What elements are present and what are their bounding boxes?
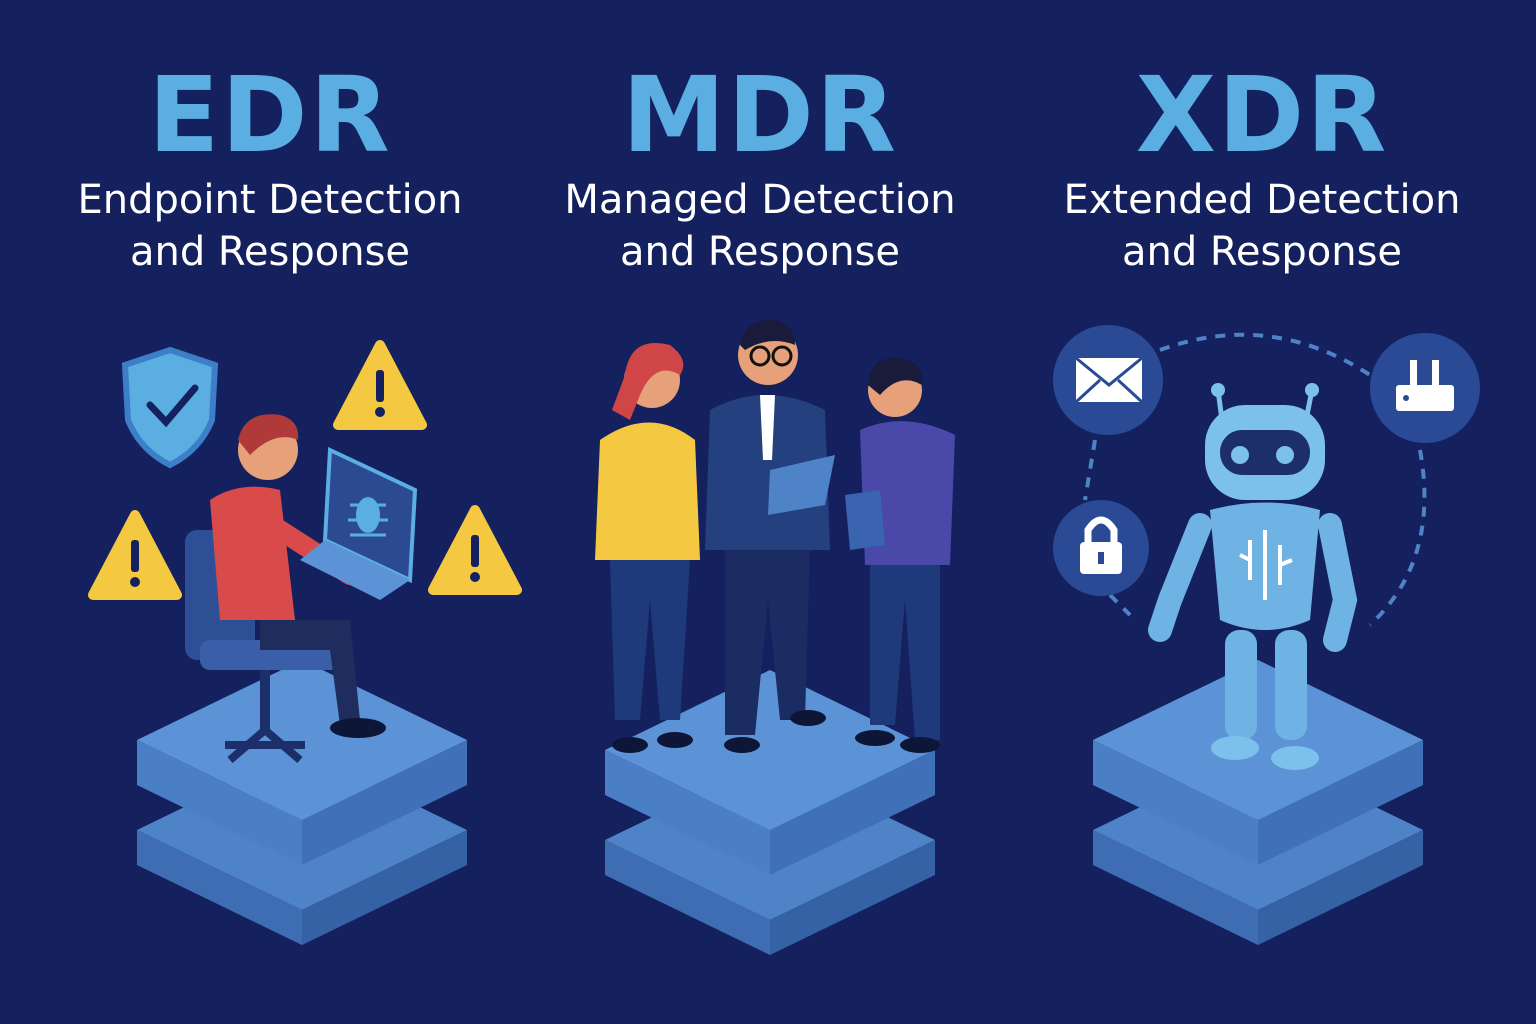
xdr-subtitle-line1: Extended Detection xyxy=(1063,177,1461,223)
edr-subtitle-line2: and Response xyxy=(129,229,411,275)
xdr-subtitle-line2: and Response xyxy=(1121,229,1403,275)
mdr-subtitle-line1: Managed Detection xyxy=(564,177,956,223)
email-icon xyxy=(1053,325,1163,435)
router-icon xyxy=(1370,333,1480,443)
laptop-bug-icon xyxy=(300,446,418,600)
warning-icon xyxy=(93,515,177,595)
lock-icon xyxy=(1053,500,1149,596)
xdr-platform xyxy=(1093,660,1423,945)
man-with-glasses xyxy=(705,319,835,753)
warning-icon xyxy=(433,510,517,590)
mdr-scene xyxy=(595,319,955,955)
edr-title: EDR xyxy=(148,54,392,176)
mdr-title: MDR xyxy=(622,54,898,176)
woman-analyst xyxy=(595,343,700,753)
xdr-scene xyxy=(1053,325,1480,945)
man-with-tablet xyxy=(845,357,955,753)
edr-platform xyxy=(137,660,467,945)
edr-subtitle-line1: Endpoint Detection xyxy=(77,177,463,223)
edr-column: EDR Endpoint Detection and Response xyxy=(20,60,520,278)
connection-dashes xyxy=(1083,332,1427,627)
mdr-column: MDR Managed Detection and Response xyxy=(510,60,1010,278)
xdr-column: XDR Extended Detection and Response xyxy=(1012,60,1512,278)
robot xyxy=(1148,383,1358,770)
warning-icon xyxy=(338,345,422,425)
shield-check-icon xyxy=(121,346,219,469)
person-at-laptop xyxy=(185,414,386,764)
mdr-subtitle-line2: and Response xyxy=(619,229,901,275)
xdr-title: XDR xyxy=(1135,54,1389,176)
edr-scene xyxy=(93,345,517,945)
